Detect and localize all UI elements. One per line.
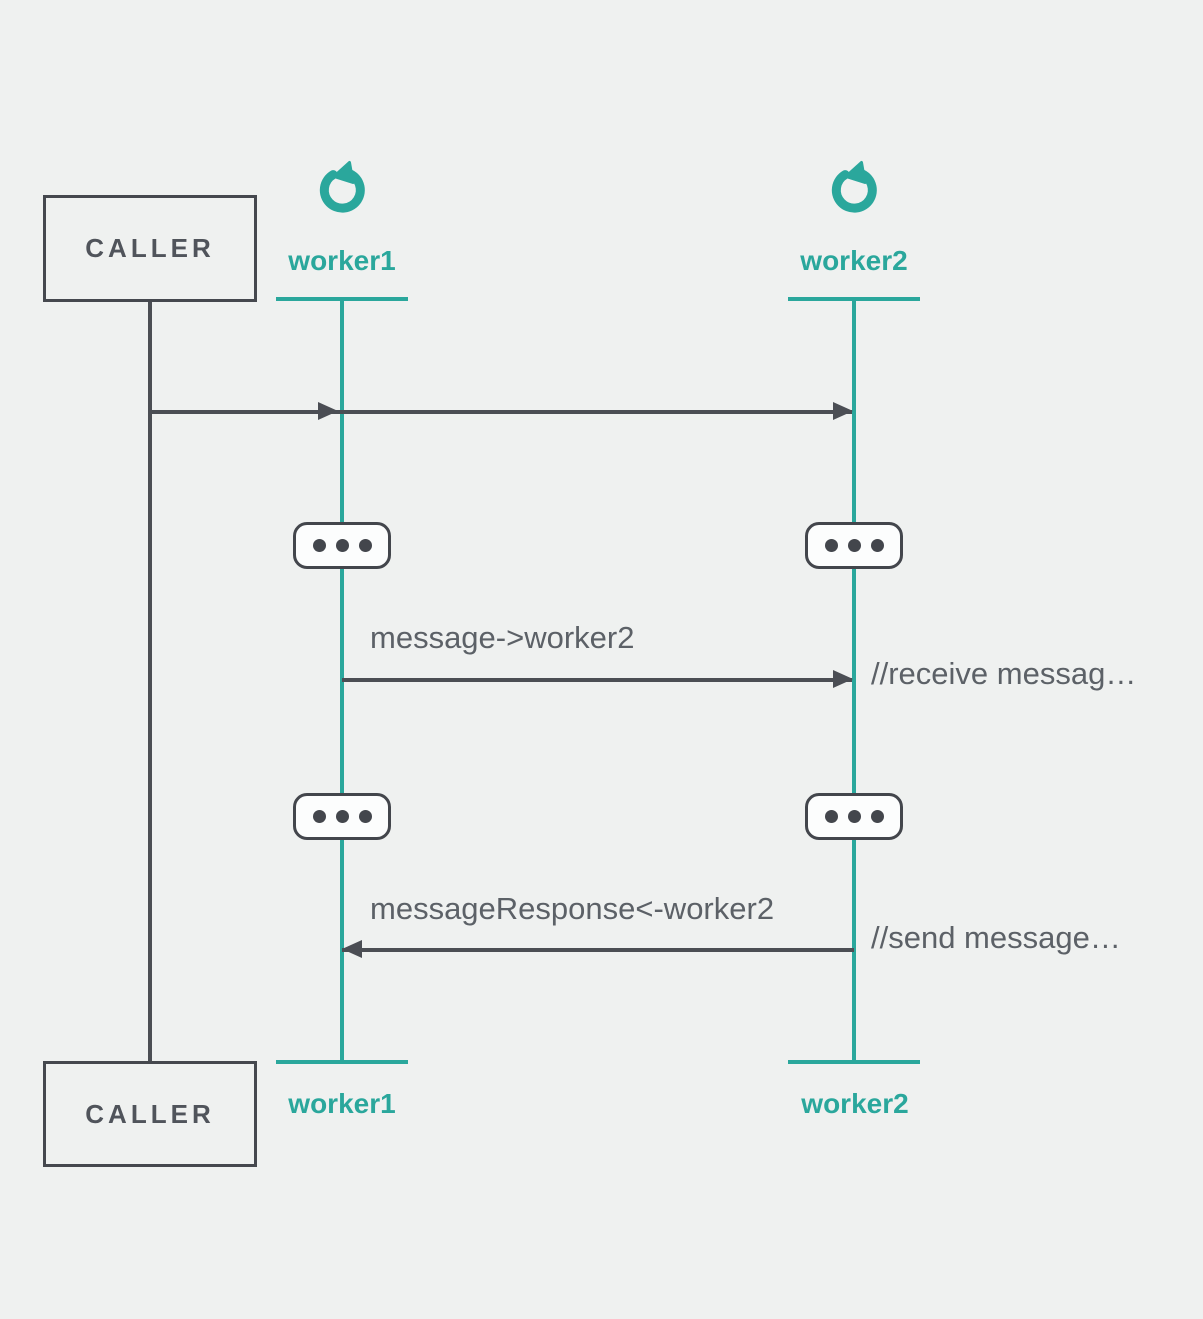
message2-arrow-line <box>342 948 854 952</box>
actor-caller-top-box: CALLER <box>43 195 257 302</box>
dot-icon <box>847 810 861 823</box>
restart-icon <box>831 161 877 213</box>
worker2-bottom-label: worker2 <box>801 1088 909 1119</box>
worker2-lifeline <box>852 297 856 1063</box>
message2-comment: //send message… <box>871 920 1121 955</box>
message1-arrowhead <box>833 670 853 688</box>
caller-lifeline <box>148 302 152 1061</box>
message1-comment: //receive messag… <box>871 656 1137 691</box>
message1-arrow-line <box>342 678 852 682</box>
delay-indicator <box>805 793 903 840</box>
call-arrow-line <box>150 410 852 414</box>
dot-icon <box>312 810 326 823</box>
worker2-lifeline-bottom-bar <box>788 1060 920 1064</box>
dot-icon <box>335 810 349 823</box>
call-arrowhead-worker2 <box>833 402 853 420</box>
worker1-lifeline-bottom-bar <box>276 1060 408 1064</box>
dot-icon <box>847 539 861 552</box>
worker1-lifeline <box>340 297 344 1063</box>
worker1-bottom-label: worker1 <box>288 1088 396 1119</box>
dot-icon <box>312 539 326 552</box>
message2-label: messageResponse<-worker2 <box>370 891 775 926</box>
dot-icon <box>870 539 884 552</box>
delay-indicator <box>293 522 391 569</box>
dot-icon <box>870 810 884 823</box>
actor-caller-bottom-box: CALLER <box>43 1061 257 1167</box>
dot-icon <box>824 810 838 823</box>
worker1-top-label: worker1 <box>288 245 396 276</box>
dot-icon <box>335 539 349 552</box>
dot-icon <box>358 539 372 552</box>
restart-icon <box>319 161 365 213</box>
delay-indicator <box>805 522 903 569</box>
dot-icon <box>824 539 838 552</box>
actor-caller-top-label: CALLER <box>85 233 215 263</box>
message2-arrowhead <box>342 940 362 958</box>
call-arrowhead-worker1 <box>318 402 338 420</box>
delay-indicator <box>293 793 391 840</box>
worker2-top-label: worker2 <box>800 245 908 276</box>
actor-caller-bottom-label: CALLER <box>85 1098 215 1129</box>
dot-icon <box>358 810 372 823</box>
message1-label: message->worker2 <box>370 620 635 655</box>
